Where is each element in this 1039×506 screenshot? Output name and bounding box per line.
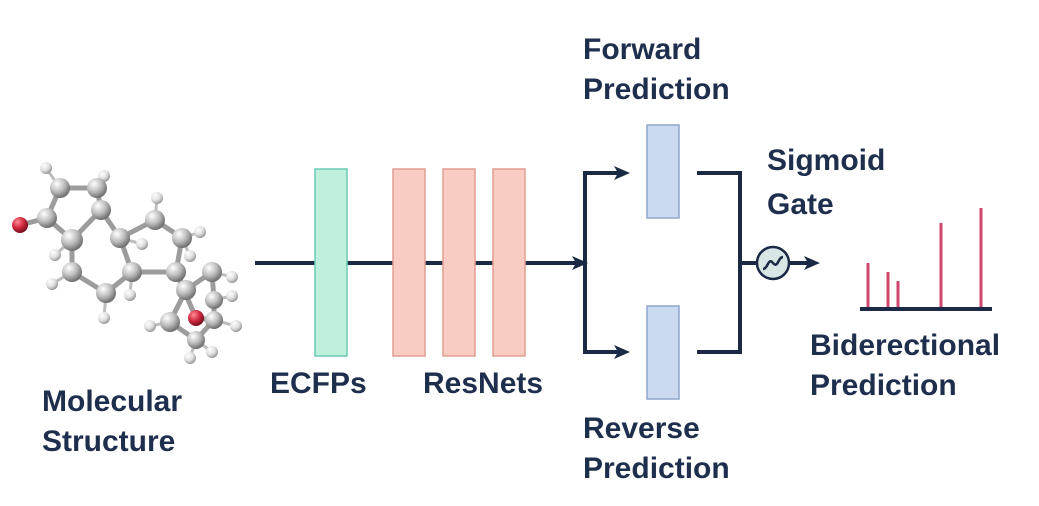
ecfps-label: ECFPs: [270, 367, 367, 400]
bidirectional-prediction-label: Biderectional Prediction: [810, 329, 1001, 402]
merge-connector: [697, 171, 808, 354]
branch-connector: [583, 171, 620, 354]
gate-output-arrowhead: [804, 256, 820, 270]
forward-prediction-block: [646, 124, 680, 219]
resnet-block-1: [392, 168, 426, 357]
sigmoid-gate-label: Sigmoid Gate: [767, 144, 886, 221]
molecular-structure-label: Molecular Structure: [42, 385, 183, 458]
steroid-ball-and-stick-molecule-icon: [12, 162, 242, 364]
forward-prediction-label: Forward Prediction: [583, 33, 730, 106]
reverse-branch-arrowhead: [614, 345, 630, 359]
resnet-block-3: [492, 168, 526, 357]
forward-branch-arrowhead: [614, 166, 630, 180]
reverse-prediction-block: [646, 305, 680, 400]
resnet-block-2: [442, 168, 476, 357]
resnets-label: ResNets: [423, 367, 544, 400]
spectrum-peaks-icon: [860, 208, 992, 311]
ecfp-block: [314, 168, 348, 357]
sigmoid-gate-icon: [755, 245, 791, 281]
reverse-prediction-label: Reverse Prediction: [583, 412, 730, 485]
